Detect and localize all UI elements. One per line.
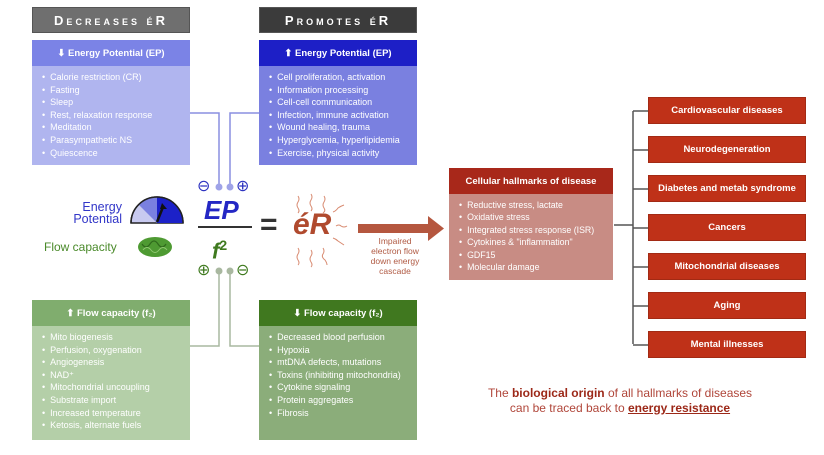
list-item: Meditation [42,121,190,134]
list-item: Parasympathetic NS [42,134,190,147]
ep-decrease-connector [190,112,220,187]
ep-decrease-box: ⬇ Energy Potential (EP) Calorie restrict… [32,40,190,165]
ep-minus-sign: ⊖ [197,178,211,195]
list-item: Calorie restriction (CR) [42,71,190,84]
list-item: Mitochondrial uncoupling [42,381,190,394]
list-item: NAD⁺ [42,369,190,382]
list-item: Angiogenesis [42,356,190,369]
ep-increase-title: ⬆ Energy Potential (EP) [259,40,417,66]
list-item: Cell proliferation, activation [269,71,417,84]
energy-resistance-symbol: éR [293,208,332,241]
fc-node-right [226,267,234,275]
cascade-label-line: down energy [370,256,420,266]
ep-increase-connector [229,112,259,187]
flow-decrease-list: Decreased blood perfusionHypoxiamtDNA de… [259,326,417,419]
disease-branches [633,110,648,346]
disease-box: Mitochondrial diseases [648,253,806,280]
hallmark-item: Molecular damage [459,261,613,273]
ep-decrease-title: ⬇ Energy Potential (EP) [32,40,190,66]
disease-box: Diabetes and metab syndrome [648,175,806,202]
flow-increase-list: Mito biogenesisPerfusion, oxygenationAng… [32,326,190,432]
summary-text: The biological origin of all hallmarks o… [487,386,753,415]
promotes-er-header: Promotes éR [259,7,417,33]
flow-increase-title: ⬆ Flow capacity (f₂) [32,300,190,326]
list-item: Cell-cell communication [269,96,417,109]
fc-minus-sign: ⊖ [236,262,250,279]
disease-box: Mental illnesses [648,331,806,358]
flow-decrease-title: ⬇ Flow capacity (f₂) [259,300,417,326]
fc-increase-connector [190,272,220,347]
energy-resistance-emphasis: energy resistance [628,401,731,415]
exponent: 2 [219,237,228,253]
list-item: Cytokine signaling [269,381,417,394]
ep-node-right [226,183,234,191]
cascade-label-line: cascade [379,266,411,276]
list-item: Decreased blood perfusion [269,331,417,344]
energy-potential-label: Energy Potential [73,200,122,226]
equals-sign: = [260,208,278,241]
disease-box: Cardiovascular diseases [648,97,806,124]
list-item: Perfusion, oxygenation [42,344,190,357]
disease-box: Aging [648,292,806,319]
list-item: Mito biogenesis [42,331,190,344]
list-item: Protein aggregates [269,394,417,407]
list-item: Ketosis, alternate fuels [42,419,190,432]
cascade-label-line: electron flow [371,246,419,256]
fc-node-left [215,267,223,275]
ep-decrease-list: Calorie restriction (CR)FastingSleepRest… [32,66,190,159]
cascade-label-line: Impaired [378,236,412,246]
flow-decrease-box: ⬇ Flow capacity (f₂) Decreased blood per… [259,300,417,440]
ep-node-left [215,183,223,191]
hallmark-item: GDF15 [459,249,613,261]
list-item: Hyperglycemia, hyperlipidemia [269,134,417,147]
list-item: Toxins (inhibiting mitochondria) [269,369,417,382]
cascade-arrow-shaft [358,224,430,233]
resistance-squiggles-icon [296,193,348,268]
flow-increase-box: ⬆ Flow capacity (f₂) Mito biogenesisPerf… [32,300,190,440]
fc-plus-sign: ⊕ [197,262,211,279]
list-item: Fibrosis [269,407,417,420]
hallmark-item: Integrated stress response (ISR) [459,224,613,236]
list-item: Increased temperature [42,407,190,420]
ep-plus-sign: ⊕ [236,178,250,195]
list-item: Substrate import [42,394,190,407]
list-item: mtDNA defects, mutations [269,356,417,369]
equation-denominator: f2 [212,232,227,264]
list-item: Fasting [42,84,190,97]
flow-symbol: f [212,238,220,264]
list-item: Wound healing, trauma [269,121,417,134]
disease-box: Cancers [648,214,806,241]
hallmarks-box: Cellular hallmarks of disease Reductive … [449,168,613,280]
list-item: Information processing [269,84,417,97]
list-item: Quiescence [42,147,190,160]
ep-increase-list: Cell proliferation, activationInformatio… [259,66,417,159]
list-item: Hypoxia [269,344,417,357]
list-item: Infection, immune activation [269,109,417,122]
decreases-er-header: Decreases éR [32,7,190,33]
disease-box: Neurodegeneration [648,136,806,163]
list-item: Exercise, physical activity [269,147,417,160]
mitochondrion-icon [138,237,172,257]
hallmark-item: Cytokines & "inflammation" [459,236,613,248]
biological-origin-emphasis: biological origin [511,386,605,400]
hallmarks-title: Cellular hallmarks of disease [449,168,613,194]
gauge-icon [130,196,184,224]
ep-increase-box: ⬆ Energy Potential (EP) Cell proliferati… [259,40,417,165]
equation-numerator: EP [204,195,239,225]
list-item: Rest, relaxation response [42,109,190,122]
hallmark-item: Reductive stress, lactate [459,199,613,211]
fc-decrease-connector [229,272,259,347]
hallmarks-list: Reductive stress, lactateOxidative stres… [449,194,613,273]
list-item: Sleep [42,96,190,109]
cascade-arrow-head [428,216,444,241]
hallmark-item: Oxidative stress [459,211,613,223]
flow-capacity-label: Flow capacity [44,240,117,254]
